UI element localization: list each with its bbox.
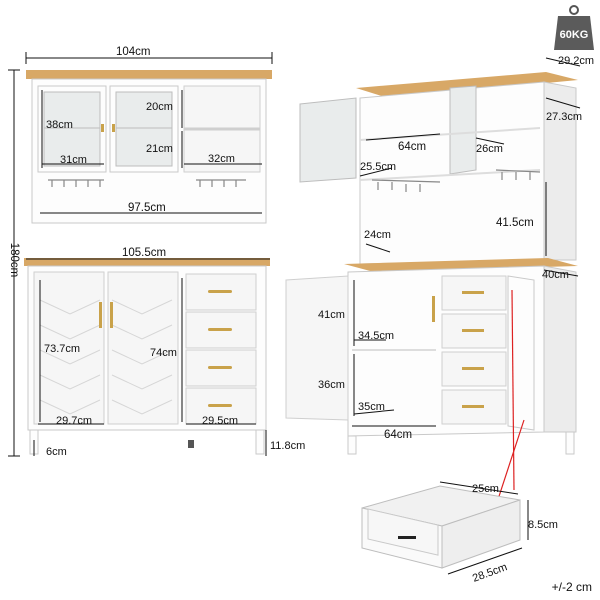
glass-door-height-label: 38cm	[46, 119, 73, 131]
upper-cabinet-height-label: 41cm	[318, 309, 345, 321]
drawer-inner-width-label: 25cm	[472, 483, 499, 495]
door-knob-left	[101, 124, 104, 132]
front-dimension-lines	[8, 52, 273, 457]
front-cabinet	[24, 70, 272, 455]
tolerance-note: +/-2 cm	[551, 580, 592, 594]
door-handle-right	[110, 302, 113, 328]
upper-shelf-height-label: 20cm	[146, 101, 173, 113]
lower-cabinet-depth-label: 35cm	[358, 401, 385, 413]
open-shelf-width-label: 32cm	[208, 153, 235, 165]
open-glass-door-right	[449, 85, 477, 175]
door-width-label: 29.7cm	[56, 415, 92, 427]
shelf-depth-label: 27.3cm	[546, 111, 582, 123]
glass-door-width-label: 31cm	[60, 154, 87, 166]
inner-width-label: 64cm	[398, 141, 426, 153]
door-handle-left	[99, 302, 102, 328]
drawer-handle	[398, 536, 416, 539]
lower-shelf-height-label: 21cm	[146, 143, 173, 155]
drawer-width-label: 29.5cm	[202, 415, 238, 427]
drawer-dimension-lines	[439, 481, 529, 575]
open-glass-door-left	[299, 97, 357, 183]
hutch-depth-label: 24cm	[364, 229, 391, 241]
rack-depth-label: 25.5cm	[360, 161, 396, 173]
weight-label: 60KG	[560, 29, 589, 41]
drawer-stack	[185, 273, 257, 425]
drawer-depth-label: 28.5cm	[471, 561, 509, 585]
hutch-top-perspective	[356, 72, 578, 98]
counter-top-wood	[24, 258, 270, 266]
foot-height-label: 6cm	[46, 446, 67, 458]
detail-pointer-left	[511, 289, 515, 491]
base-door-right	[107, 271, 179, 425]
drawer-stack-height-label: 74cm	[150, 347, 177, 359]
drawer-stack-perspective	[441, 275, 507, 425]
hutch-top-wood	[26, 70, 272, 79]
base-height-label: 11.8cm	[270, 440, 305, 452]
top-width-label: 104cm	[116, 46, 151, 58]
door-knob-right	[112, 124, 115, 132]
weight-icon	[554, 5, 594, 50]
hutch-opening-height-label: 41.5cm	[496, 217, 534, 229]
counter-top-perspective	[344, 258, 578, 272]
drawer-height-label: 8.5cm	[528, 519, 558, 531]
door-height-label: 73.7cm	[44, 343, 80, 355]
lower-cabinet-height-label: 36cm	[318, 379, 345, 391]
counter-width-label: 105.5cm	[122, 247, 166, 259]
upper-cabinet-depth-label: 34.5cm	[358, 330, 394, 342]
hutch-inner-width-label: 97.5cm	[128, 202, 166, 214]
counter-depth-label: 40cm	[542, 269, 569, 281]
top-depth-label: 29.2cm	[558, 55, 594, 67]
open-base-door	[285, 275, 349, 421]
perspective-dimension-lines	[352, 57, 581, 427]
wine-glass-rack-right	[196, 179, 246, 187]
leg-right	[255, 429, 265, 455]
perspective-cabinet	[285, 72, 578, 455]
glass-shelf-depth-label: 26cm	[476, 143, 503, 155]
drawer-detail	[361, 485, 521, 569]
wine-glass-rack-left	[48, 179, 104, 187]
base-door-left	[33, 271, 105, 425]
total-height-label: 180cm	[8, 243, 20, 278]
cabinet-width-label: 64cm	[384, 429, 412, 441]
